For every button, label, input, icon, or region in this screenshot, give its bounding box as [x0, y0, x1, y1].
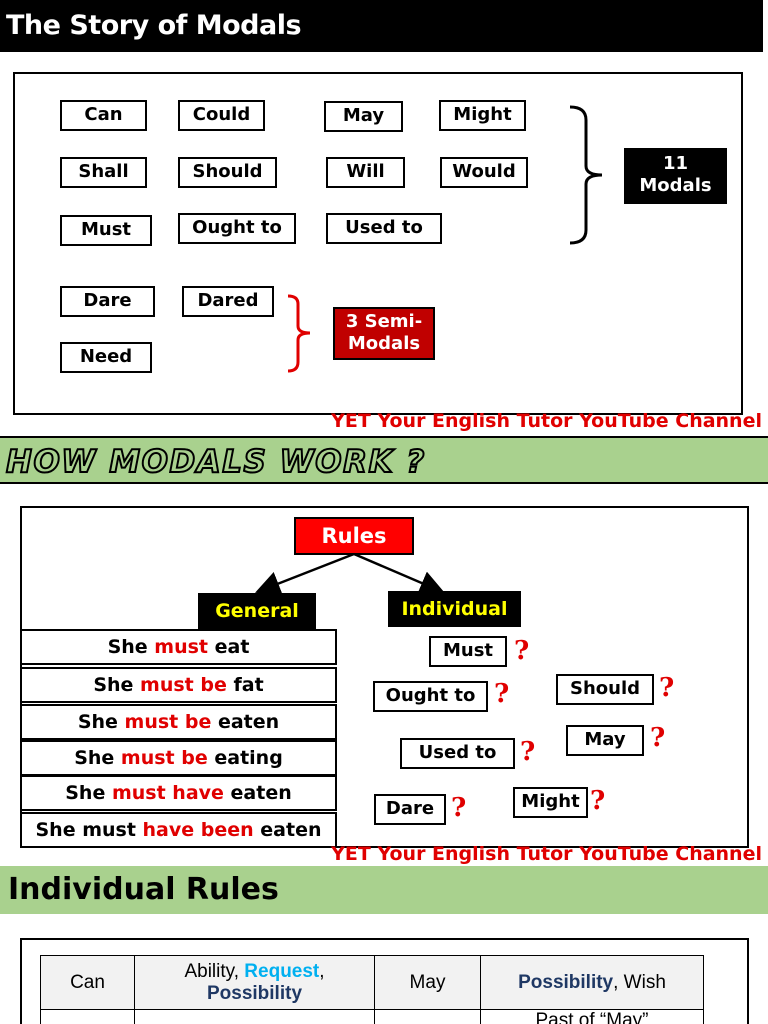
- modal-can: Can: [60, 100, 147, 131]
- modal-may: May: [324, 101, 403, 132]
- individual-should: Should: [556, 674, 654, 705]
- individual-might: Might: [513, 787, 588, 818]
- modal-will: Will: [326, 157, 405, 188]
- channel-credit-1: YET Your English Tutor YouTube Channel: [331, 410, 762, 432]
- rules-label: Rules: [294, 517, 414, 555]
- modal-might: Might: [439, 100, 526, 131]
- table-row: Past of “May”: [40, 1009, 704, 1024]
- individual-ought-to: Ought to: [373, 681, 488, 712]
- table-cell-modal: [40, 1009, 135, 1024]
- table-cell-use: [134, 1009, 375, 1024]
- question-mark-icon: ?: [650, 723, 666, 753]
- individual-may: May: [566, 725, 644, 756]
- general-row-4: She must be eating: [20, 740, 337, 776]
- table-cell-use: Possibility, Wish: [480, 955, 704, 1010]
- general-row-1: She must eat: [20, 629, 337, 665]
- general-row-3: She must be eaten: [20, 704, 337, 740]
- individual-used-to: Used to: [400, 738, 515, 769]
- individual-label: Individual: [388, 591, 521, 627]
- modal-could: Could: [178, 100, 265, 131]
- channel-credit-2: YET Your English Tutor YouTube Channel: [331, 843, 762, 865]
- individual-rules-panel: [20, 938, 749, 1024]
- modal-used-to: Used to: [326, 213, 442, 244]
- section-title-story: The Story of Modals: [0, 0, 763, 52]
- modals-count-badge: 11 Modals: [624, 148, 727, 204]
- modal-should: Should: [178, 157, 277, 188]
- general-row-2: She must be fat: [20, 667, 337, 703]
- modal-ought-to: Ought to: [178, 213, 296, 244]
- table-cell-use: Ability, Request, Possibility: [134, 955, 375, 1010]
- semi-modals-brace-icon: [287, 294, 311, 373]
- table-cell-modal: Can: [40, 955, 135, 1010]
- general-row-6: She must have been eaten: [20, 812, 337, 848]
- semi-modal-dared: Dared: [182, 286, 274, 317]
- semi-modal-need: Need: [60, 342, 152, 373]
- question-mark-icon: ?: [520, 737, 536, 767]
- section-title-individual-rules: Individual Rules: [0, 866, 768, 914]
- table-cell-modal: May: [374, 955, 481, 1010]
- individual-rules-table: Can Ability, Request, Possibility May Po…: [40, 955, 704, 1024]
- rules-arrows-icon: [255, 552, 445, 596]
- question-mark-icon: ?: [659, 673, 675, 703]
- modal-must: Must: [60, 215, 152, 246]
- semi-modal-dare: Dare: [60, 286, 155, 317]
- individual-must: Must: [429, 636, 507, 667]
- modal-would: Would: [440, 157, 528, 188]
- question-mark-icon: ?: [494, 679, 510, 709]
- section-title-how-modals-work: HOW MODALS WORK ?: [0, 436, 768, 484]
- modal-shall: Shall: [60, 157, 147, 188]
- modals-brace-icon: [569, 105, 603, 245]
- question-mark-icon: ?: [451, 793, 467, 823]
- general-label: General: [198, 593, 316, 629]
- table-cell-use: Past of “May”: [480, 1009, 704, 1024]
- question-mark-icon: ?: [514, 636, 530, 666]
- table-cell-modal: [374, 1009, 481, 1024]
- individual-dare: Dare: [374, 794, 446, 825]
- table-row: Can Ability, Request, Possibility May Po…: [40, 955, 704, 1010]
- semi-modals-count-badge: 3 Semi- Modals: [333, 307, 435, 360]
- question-mark-icon: ?: [590, 786, 606, 816]
- general-row-5: She must have eaten: [20, 775, 337, 811]
